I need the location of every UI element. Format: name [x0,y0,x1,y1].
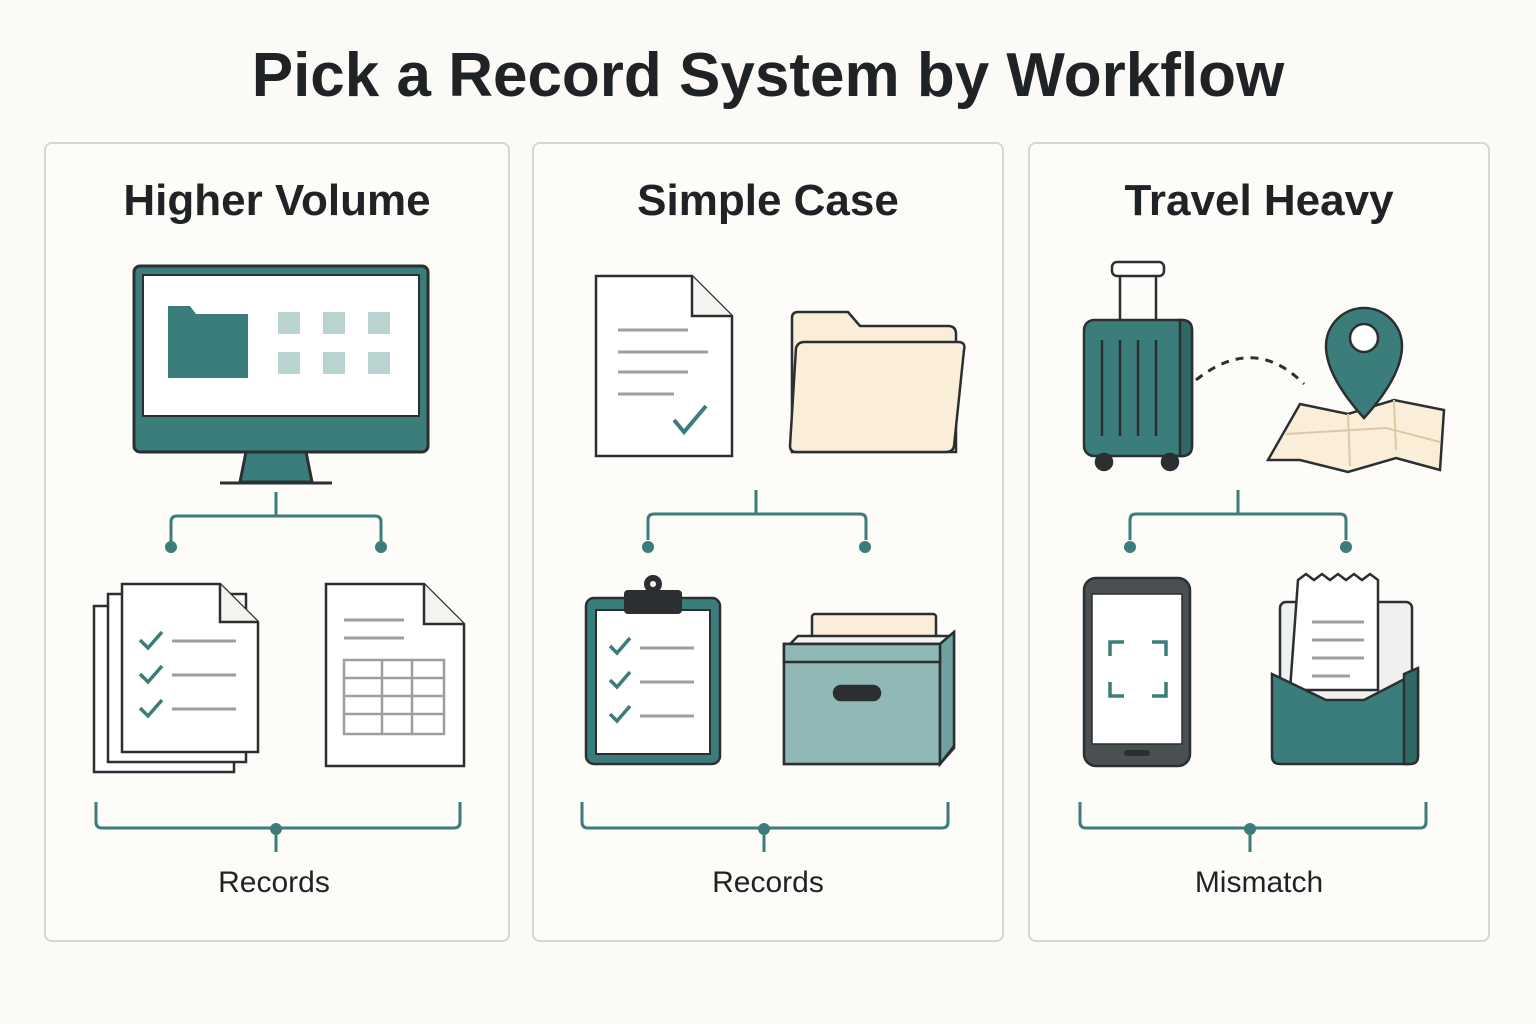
suitcase-icon [1082,260,1194,472]
checked-document-icon [594,274,734,458]
panel-travel-heavy: Travel Heavy [1028,142,1490,942]
page-title: Pick a Record System by Workflow [251,41,1285,110]
clipboard-checklist-icon [584,575,722,766]
panel-caption: Records [218,866,330,899]
dashed-route [1195,356,1306,386]
branch-connector [169,492,383,542]
file-box-icon [782,612,956,768]
panel-higher-volume: Higher Volume [44,142,510,942]
panel-heading: Higher Volume [123,176,431,225]
checklist-documents-icon [92,582,260,774]
panel-heading: Simple Case [637,176,899,225]
panel-caption: Records [712,866,824,899]
phone-scan-icon [1082,576,1192,768]
computer-monitor-icon [132,264,430,485]
panel-simple-case: Simple Case [532,142,1004,942]
receipt-envelope-icon [1270,572,1420,766]
spreadsheet-document-icon [324,582,466,768]
map-pin-icon [1265,306,1446,474]
branch-connector [646,490,868,540]
folder-icon [788,310,966,454]
branch-connector [1128,490,1348,540]
panel-caption: Mismatch [1194,866,1324,899]
panel-heading: Travel Heavy [1124,176,1394,225]
